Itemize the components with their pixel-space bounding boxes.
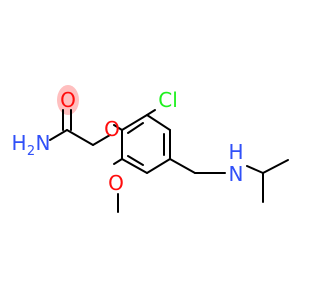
atom-methoxy-o: O (108, 171, 124, 195)
bond-amide-c-ch2 (66, 129, 94, 146)
structure-svg: O O O Cl H 2 N H N (11, 85, 289, 213)
atom-chlorine: Cl (158, 88, 178, 112)
atom-highlight (57, 85, 79, 115)
bond-ring-ome (113, 158, 123, 165)
atom-amine-n: N (229, 162, 244, 186)
bond-ring-inner-c (127, 122, 144, 134)
atom-ether-o: O (104, 117, 120, 141)
bond-ch-ch3-top (262, 159, 289, 174)
bond-ch2-o (92, 134, 111, 146)
bond-n-ch (246, 165, 264, 174)
atom-amine-h: H (228, 140, 243, 164)
bond-ring-inner-b (127, 155, 144, 166)
bond-ring-4-5 (121, 158, 148, 174)
bond-ring-cl (146, 109, 156, 116)
bond-c-n (49, 129, 68, 141)
atom-carbonyl-o: O (60, 88, 76, 112)
bond-ring-o (113, 124, 123, 131)
bond-ring-ch2 (169, 158, 196, 174)
bond-ring-3-4 (146, 158, 171, 174)
atom-amide-h: H (11, 131, 26, 155)
atom-amide-h-count: 2 (27, 144, 35, 159)
molecule-diagram: O O O Cl H 2 N H N (11, 85, 289, 213)
bond-ring-6-1 (121, 114, 148, 131)
bond-ring-1-2 (146, 114, 171, 131)
atom-amide-n: N (36, 131, 51, 155)
